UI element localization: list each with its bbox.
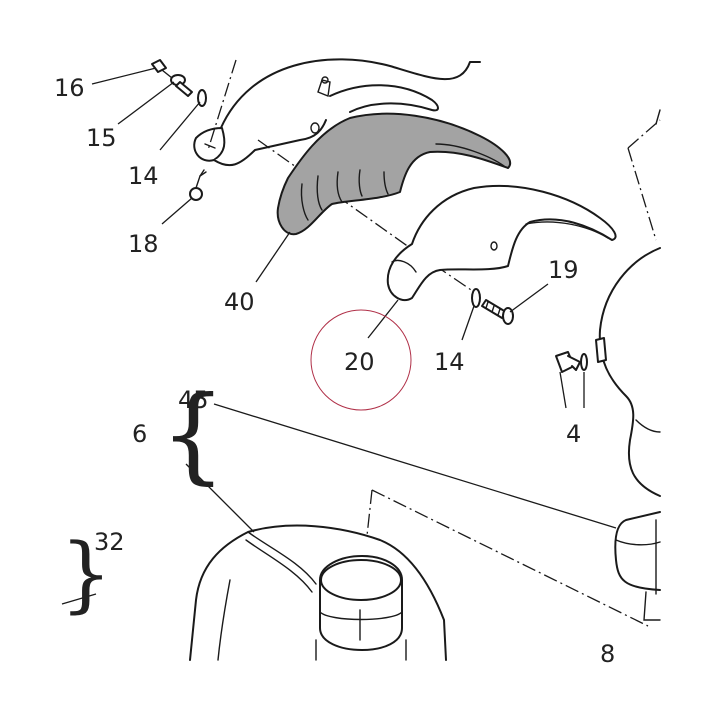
leader-14a	[159, 101, 201, 151]
callout-14a: 14	[128, 162, 159, 190]
highlight-circle	[310, 309, 412, 411]
guard-part-20	[386, 184, 617, 302]
leader-20	[367, 299, 399, 339]
upper-guard	[193, 58, 481, 167]
fastener-15	[170, 74, 193, 97]
guard-40-body	[276, 112, 511, 236]
clamp-band-45	[614, 511, 661, 621]
leader-15	[117, 81, 175, 125]
brace-6: {	[160, 373, 226, 495]
right-housing	[595, 109, 661, 497]
callout-6: 6	[132, 420, 147, 448]
fastener-16	[151, 59, 173, 79]
callout-40: 40	[224, 288, 255, 316]
callout-19: 19	[548, 256, 579, 284]
fitting-4	[555, 351, 588, 373]
center-line-upper	[207, 59, 237, 151]
washer-14-lower	[471, 288, 481, 308]
leader-45	[213, 403, 617, 529]
center-line-right	[371, 489, 649, 627]
center-line-right-top	[627, 119, 661, 149]
filler-cap	[315, 555, 407, 661]
callout-4: 4	[566, 420, 581, 448]
leader-32	[61, 593, 97, 605]
leader-40	[255, 231, 291, 283]
center-line-right-side	[627, 147, 657, 241]
leader-18	[161, 197, 193, 225]
callout-15: 15	[86, 124, 117, 152]
guard-part-40	[276, 112, 511, 236]
screw-19	[481, 299, 514, 325]
callout-45: 45	[178, 386, 209, 414]
callout-8: 8	[600, 640, 615, 668]
leader-14b	[461, 305, 475, 341]
leader-4a	[559, 371, 567, 409]
brace-32: }	[60, 527, 112, 622]
clip-18	[189, 169, 207, 201]
leader-19	[509, 283, 549, 313]
lower-tank	[189, 524, 447, 661]
callout-18: 18	[128, 230, 159, 258]
leader-16	[91, 67, 157, 85]
leader-6	[185, 463, 255, 533]
callout-32: 32	[94, 528, 125, 556]
callout-20: 20	[344, 348, 375, 376]
callout-16: 16	[54, 74, 85, 102]
callout-14b: 14	[434, 348, 465, 376]
